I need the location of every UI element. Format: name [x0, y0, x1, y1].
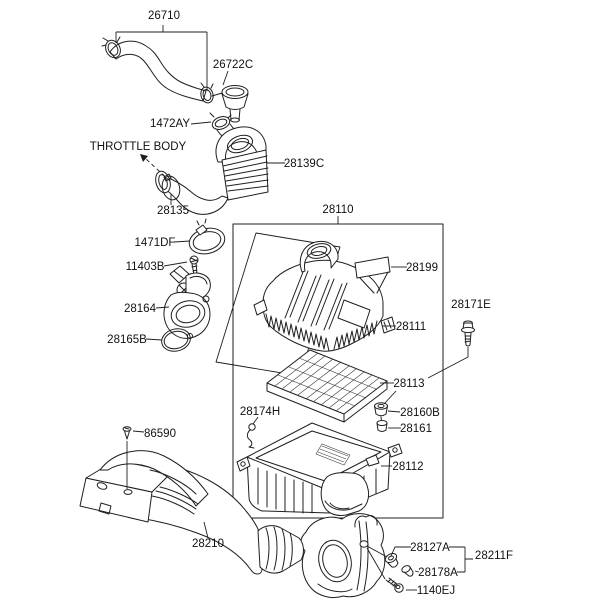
air-filter-drawing — [266, 349, 388, 423]
callout-28161: 28161 — [400, 423, 432, 435]
duct-coupling-drawing — [257, 525, 304, 574]
callout-1471DF: 1471DF — [135, 237, 176, 249]
callout-28110: 28110 — [322, 204, 353, 216]
resonator-details — [317, 515, 388, 593]
callout-28210: 28210 — [192, 538, 224, 550]
callout-28174H: 28174H — [240, 406, 280, 418]
clamp-1471DF-drawing — [188, 218, 226, 255]
bolt-1140EJ-drawing — [385, 577, 404, 593]
air-flow-sensor-drawing — [163, 265, 211, 339]
breather-hose-drawing — [101, 36, 214, 104]
hose-clip-drawing — [246, 423, 256, 449]
callout-28112: 28112 — [392, 461, 423, 473]
callout-86590: 86590 — [144, 428, 176, 440]
air-intake-hose-drawing — [155, 123, 269, 215]
clamp-1472AY-drawing — [209, 112, 232, 130]
valve-26722C-drawing — [211, 85, 249, 123]
resonator-mount-parts — [384, 552, 414, 593]
callout-26710: 26710 — [148, 10, 180, 22]
callout-28139C: 28139C — [284, 158, 324, 170]
resonator-drawing — [300, 513, 386, 599]
air-cleaner-cover-drawing — [253, 240, 396, 352]
label-sticker-drawing — [354, 256, 391, 294]
callout-28178A: 28178A — [418, 567, 458, 579]
callout-1140EJ: 1140EJ — [417, 585, 455, 597]
callout-throttle-body: THROTTLE BODY — [90, 141, 187, 153]
screw-86590-drawing — [122, 426, 132, 489]
hose-clamp-icon — [101, 36, 121, 59]
callout-28171E: 28171E — [451, 299, 491, 311]
callout-28111: 28111 — [396, 321, 426, 333]
callout-1472AY: 1472AY — [150, 118, 190, 130]
mounting-grommet-drawing — [374, 402, 388, 432]
callout-28113: 28113 — [393, 378, 424, 390]
callout-28135: 28135 — [157, 205, 189, 217]
callout-28127A: 28127A — [410, 542, 450, 554]
hose-clamp-icon — [200, 82, 214, 104]
bolt-11403B-drawing — [189, 255, 199, 277]
callout-28199: 28199 — [406, 262, 438, 274]
callout-leaders — [115, 25, 473, 591]
callout-28165B: 28165B — [107, 334, 147, 346]
callout-28211F: 28211F — [475, 550, 513, 562]
air-duct-drawing — [79, 450, 263, 575]
clamp-28135-icon — [161, 173, 181, 201]
callout-28160B: 28160B — [400, 407, 440, 419]
callout-26722C: 26722C — [213, 59, 253, 71]
bolt-28171E-drawing — [461, 320, 475, 347]
callout-11403B: 11403B — [126, 261, 165, 273]
air-cleaner-body-drawing — [236, 422, 403, 516]
callout-28164: 28164 — [124, 303, 157, 315]
seal-ring-drawing — [161, 328, 191, 352]
